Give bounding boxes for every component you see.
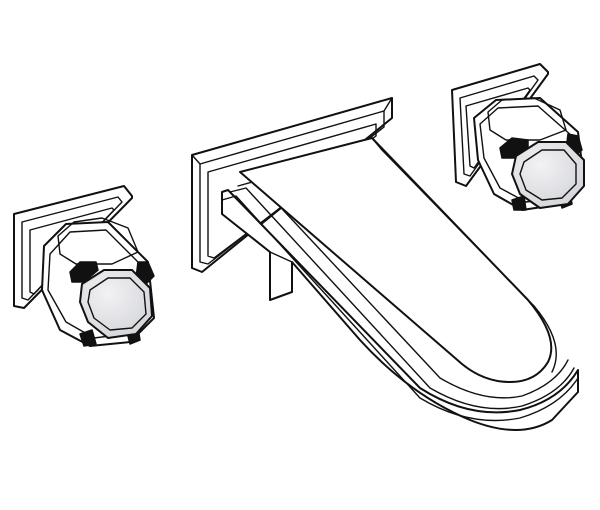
spout-body [221,180,579,431]
left-handle-body [41,217,155,347]
faucet-spout-icon [191,97,579,431]
left-handle-icon [13,185,155,347]
spout-top [239,137,557,383]
right-handle-icon [451,63,585,211]
right-handle-body [473,97,585,211]
